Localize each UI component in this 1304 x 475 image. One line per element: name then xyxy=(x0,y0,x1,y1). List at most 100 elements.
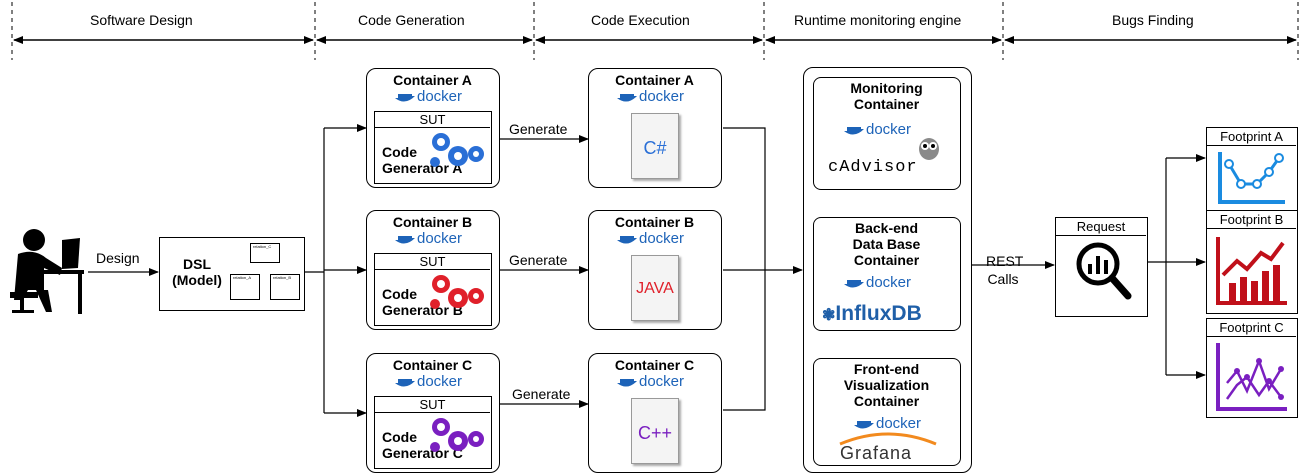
footprint-a: Footprint A xyxy=(1206,127,1298,211)
execution-container-b: Container B docker JAVA xyxy=(588,210,722,330)
language-label: C++ xyxy=(637,423,673,443)
sut-label: SUT xyxy=(419,397,446,412)
frontend-title-2: Visualization xyxy=(843,377,930,393)
sut-box: SUT Code Generator C xyxy=(374,396,492,469)
uml-class-c-name: relation_C xyxy=(253,244,272,249)
generate-label-c: Generate xyxy=(512,386,571,402)
monitoring-title-2: Container xyxy=(853,96,920,112)
uml-class-b: relation_B xyxy=(270,274,300,300)
phase-runtime-monitoring: Runtime monitoring engine xyxy=(794,12,962,28)
backend-title: Back-end xyxy=(854,220,919,236)
generator-label: Generator A xyxy=(382,160,463,176)
docker-whale-icon xyxy=(395,233,415,245)
gears-icon xyxy=(430,133,484,167)
frontend-container: Front-end Visualization Container docker… xyxy=(813,358,961,466)
dsl-subtitle: (Model) xyxy=(172,272,222,288)
source-file-icon: JAVA xyxy=(631,255,679,321)
sut-box: SUT Code Generator A xyxy=(374,111,492,184)
language-label: JAVA xyxy=(636,280,674,297)
request-label: Request xyxy=(1076,219,1126,234)
docker-whale-icon xyxy=(395,91,415,103)
grafana-logo: Grafana xyxy=(840,443,913,463)
uml-class-c: relation_C xyxy=(250,243,280,263)
docker-logo: docker xyxy=(395,230,462,247)
analytics-magnifier-icon xyxy=(1076,242,1132,300)
generator-title: Container C xyxy=(392,357,473,373)
backend-title-3: Container xyxy=(853,252,920,268)
execution-title: Container B xyxy=(614,214,695,230)
source-file-icon: C++ xyxy=(631,398,679,464)
influxdb-logo: ❃InfluxDB xyxy=(822,302,922,326)
docker-logo: docker xyxy=(617,230,684,247)
calls-label: Calls xyxy=(987,271,1019,287)
docker-logo: docker xyxy=(395,373,462,390)
docker-text: docker xyxy=(417,230,463,247)
docker-logo: docker xyxy=(395,88,462,105)
docker-logo: docker xyxy=(617,373,684,390)
execution-title: Container C xyxy=(614,357,695,373)
docker-logo: docker xyxy=(844,121,911,138)
generator-title: Container A xyxy=(393,72,472,88)
execution-container-c: Container C docker C++ xyxy=(588,353,722,473)
sut-box: SUT Code Generator B xyxy=(374,253,492,326)
docker-whale-icon xyxy=(844,277,864,289)
docker-text: docker xyxy=(417,88,463,105)
uml-class-a: relation_A xyxy=(230,274,260,300)
docker-logo: docker xyxy=(844,274,911,291)
docker-text: docker xyxy=(866,121,912,138)
monitoring-title: Monitoring xyxy=(850,80,923,96)
footprint-c: Footprint C xyxy=(1206,318,1298,418)
docker-logo: docker xyxy=(617,88,684,105)
code-label: Code xyxy=(382,144,417,160)
source-file-icon: C# xyxy=(631,113,679,179)
docker-logo: docker xyxy=(854,415,921,432)
generate-label-a: Generate xyxy=(509,121,568,137)
sut-label: SUT xyxy=(419,254,446,269)
execution-container-a: Container A docker C# xyxy=(588,68,722,188)
generator-label: Generator C xyxy=(382,445,463,461)
footprint-label: Footprint B xyxy=(1219,212,1284,227)
docker-text: docker xyxy=(876,415,922,432)
rest-label: REST xyxy=(986,253,1024,269)
code-label: Code xyxy=(382,286,417,302)
frontend-title: Front-end xyxy=(853,361,920,377)
generator-container-c: Container C docker SUT Code Generator C xyxy=(366,353,500,473)
influxdb-text: InfluxDB xyxy=(835,302,922,325)
language-label: C# xyxy=(643,138,667,158)
docker-whale-icon xyxy=(617,91,637,103)
uml-class-a-name: relation_A xyxy=(233,275,252,280)
phase-bugs-finding: Bugs Finding xyxy=(1112,12,1194,28)
line-chart-icon xyxy=(1218,152,1285,204)
footprint-label: Footprint C xyxy=(1219,320,1284,335)
gears-blue xyxy=(430,133,484,167)
docker-whale-icon xyxy=(854,418,874,430)
generate-label-b: Generate xyxy=(509,252,568,268)
docker-text: docker xyxy=(866,274,912,291)
multi-line-chart-icon xyxy=(1216,343,1287,411)
monitoring-engine: Monitoring Container docker cAdvisor Bac… xyxy=(803,67,972,473)
dsl-title: DSL xyxy=(183,256,211,272)
docker-text: docker xyxy=(639,230,685,247)
docker-text: docker xyxy=(639,88,685,105)
dsl-model-box: DSL (Model) relation_C relation_A relati… xyxy=(159,237,305,311)
flow-arrows xyxy=(88,124,1206,417)
phase-code-execution: Code Execution xyxy=(591,12,690,28)
bar-trend-icon xyxy=(1216,237,1287,305)
phase-code-generation: Code Generation xyxy=(358,12,465,28)
cadvisor-logo: cAdvisor xyxy=(828,158,918,177)
phase-dividers xyxy=(11,2,1299,60)
design-label: Design xyxy=(96,250,140,266)
gears-icon xyxy=(430,275,484,309)
docker-whale-icon xyxy=(844,124,864,136)
backend-title-2: Data Base xyxy=(852,236,921,252)
frontend-title-3: Container xyxy=(853,393,920,409)
docker-text: docker xyxy=(639,373,685,390)
footprint-label: Footprint A xyxy=(1220,129,1283,144)
generator-container-a: Container A docker SUT Code Generator A xyxy=(366,68,500,188)
generator-label: Generator B xyxy=(382,302,463,318)
sut-label: SUT xyxy=(419,112,446,127)
cadvisor-owl-icon xyxy=(919,138,939,160)
backend-container: Back-end Data Base Container docker ❃Inf… xyxy=(813,217,961,331)
docker-text: docker xyxy=(417,373,463,390)
